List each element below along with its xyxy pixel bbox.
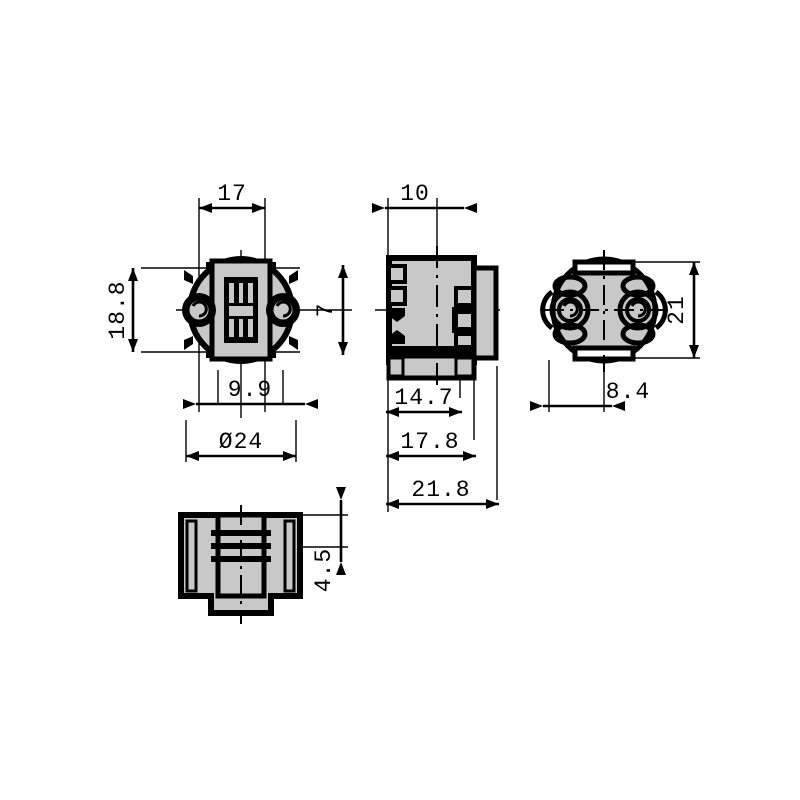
dimension-front-height-left: 18.8 xyxy=(105,268,138,352)
dimension-bottom-height: 4.5 xyxy=(311,487,346,592)
bottom-side-panels xyxy=(185,519,296,593)
dimension-label-7: 7 xyxy=(313,303,339,318)
dimension-label-9-9: 9.9 xyxy=(228,377,272,403)
bottom-view: 4.5 xyxy=(178,487,348,624)
rear-centre-axes xyxy=(544,250,664,372)
dimension-label-21-8: 21.8 xyxy=(411,477,470,503)
front-left-terminal xyxy=(182,293,216,327)
front-right-terminal xyxy=(266,293,300,327)
front-view: 17 18.8 7 9.9 Ø24 xyxy=(105,181,352,462)
dimension-label-18-8: 18.8 xyxy=(105,280,131,339)
front-contact-slot xyxy=(224,277,258,343)
dimension-side-width-b: 17.8 xyxy=(386,429,476,461)
dimension-side-width-a: 14.7 xyxy=(386,385,462,417)
dimension-label-17-8: 17.8 xyxy=(400,429,459,455)
dimension-side-top-width: 10 xyxy=(372,181,477,213)
dimension-front-inner-width: 9.9 xyxy=(183,377,318,409)
dimension-side-width-c: 21.8 xyxy=(386,477,499,509)
dimension-rear-height: 21 xyxy=(664,262,699,358)
dimension-label-8-4: 8.4 xyxy=(606,379,650,405)
side-view: 10 14.7 17.8 21.8 xyxy=(372,181,500,512)
rear-view: 21 8.4 xyxy=(530,250,700,412)
dimension-label-17: 17 xyxy=(217,181,247,207)
dimension-label-d24: Ø24 xyxy=(219,429,263,455)
side-collar xyxy=(471,265,499,361)
side-left-terminals xyxy=(387,264,407,344)
dimension-label-14-7: 14.7 xyxy=(394,385,453,411)
dimension-front-right-gap: 7 xyxy=(313,265,348,355)
dimension-front-diameter: Ø24 xyxy=(186,429,296,461)
dimension-front-width-top: 17 xyxy=(199,181,265,213)
front-side-reliefs xyxy=(184,270,298,350)
side-base-bands xyxy=(386,346,477,381)
dimension-rear-offset: 8.4 xyxy=(530,379,650,411)
dimension-label-10: 10 xyxy=(400,181,430,207)
dimension-label-4-5: 4.5 xyxy=(311,548,337,592)
dimension-label-21: 21 xyxy=(664,295,690,325)
side-right-terminals xyxy=(454,286,475,349)
